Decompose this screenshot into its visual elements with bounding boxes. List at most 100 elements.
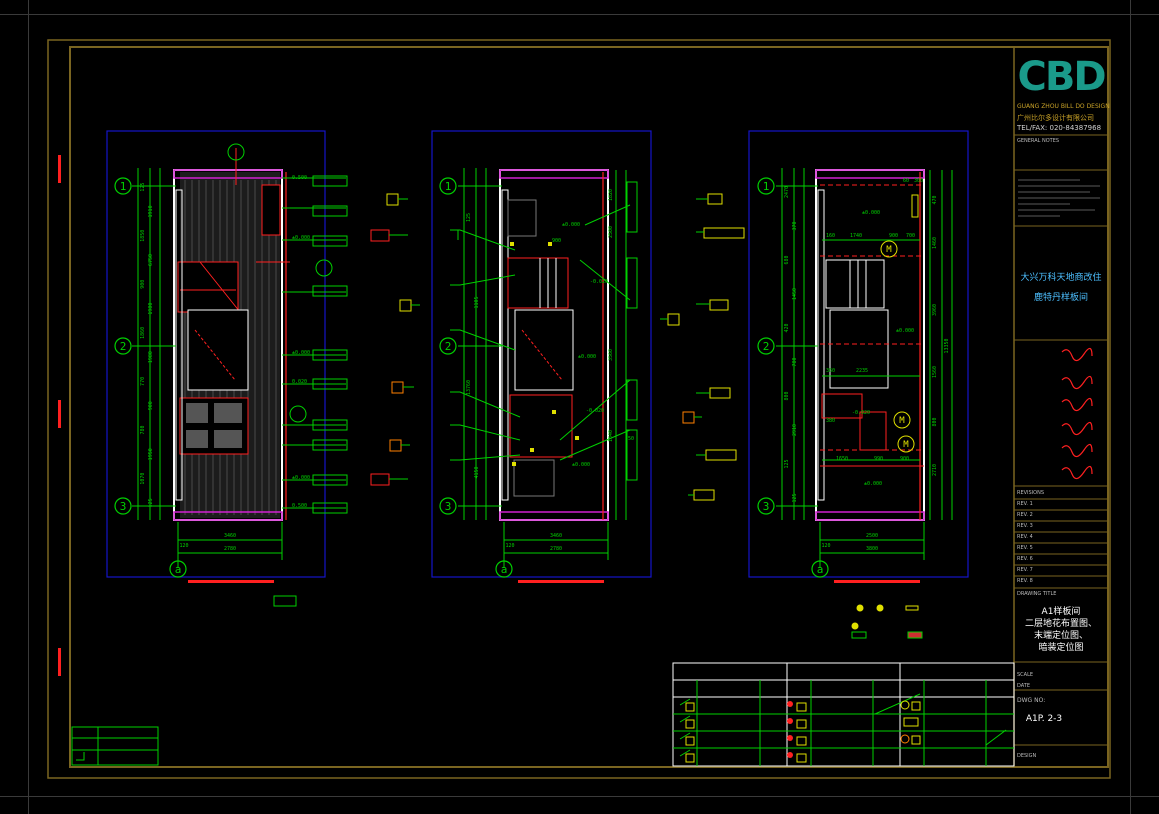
plan-2-title-bar bbox=[518, 580, 604, 583]
scale-label: SCALE bbox=[1017, 672, 1034, 678]
dimension-label: 2910 bbox=[792, 424, 798, 436]
dimension-label: 700 bbox=[906, 233, 915, 239]
dimension-label: -0.020 bbox=[590, 279, 608, 285]
dimension-label: 1650 bbox=[836, 456, 848, 462]
dimension-label: 1980 bbox=[148, 351, 154, 363]
general-notes-label: GENERAL NOTES bbox=[1017, 138, 1060, 144]
dimension-label: 780 bbox=[140, 425, 146, 434]
date-label: DATE bbox=[1017, 683, 1031, 689]
project-name-line2: 鹿特丹样板间 bbox=[1033, 293, 1088, 303]
viewport-divider bbox=[0, 796, 1159, 797]
dimension-label: 3800 bbox=[866, 546, 878, 552]
revision-row: REV. 3 bbox=[1017, 523, 1033, 529]
grid-label: 3 bbox=[120, 500, 127, 513]
dimension-label: 470 bbox=[932, 195, 938, 204]
sheet-outer-frame bbox=[47, 39, 1111, 779]
drawing-title: A1样板间二层地花布置图、末端定位图、暗装定位图 bbox=[1014, 606, 1108, 654]
dimension-label: 1820 bbox=[608, 189, 614, 201]
stamp-box bbox=[71, 726, 159, 766]
dimension-label: 1070 bbox=[140, 473, 146, 485]
dimension-label: 990 bbox=[874, 456, 883, 462]
dimension-label: 780 bbox=[792, 357, 798, 366]
grid-label: 2 bbox=[445, 340, 452, 353]
dimension-label: 900 bbox=[148, 401, 154, 410]
viewport-divider bbox=[0, 14, 1159, 15]
plan-1-viewport[interactable] bbox=[106, 130, 326, 578]
level-label: ±0.000 bbox=[292, 235, 310, 241]
dimension-label: 1840 bbox=[608, 430, 614, 442]
plan-1-dimensions bbox=[132, 168, 348, 607]
level-label: 0.020 bbox=[292, 379, 307, 385]
level-label: ±0.000 bbox=[896, 328, 914, 334]
grid-label: 1 bbox=[120, 180, 127, 193]
revision-row: REV. 5 bbox=[1017, 545, 1033, 551]
dimension-label: 900 bbox=[889, 233, 898, 239]
dimension-label: 3560 bbox=[608, 349, 614, 361]
level-label: 0.500 bbox=[292, 503, 307, 509]
drawing-no-label: DWG NO: bbox=[1017, 697, 1046, 704]
drawing-title-label: DRAWING TITLE bbox=[1017, 591, 1057, 597]
plan-1-title-bar bbox=[188, 580, 274, 583]
dimension-label: 2500 bbox=[866, 533, 878, 539]
level-label: ±0.000 bbox=[562, 222, 580, 228]
design-label: DESIGN bbox=[1017, 753, 1037, 759]
drawing-title-line: A1样板间 bbox=[1041, 607, 1081, 617]
legend-leaders bbox=[389, 198, 710, 496]
dimension-label: 3460 bbox=[224, 533, 236, 539]
dimension-label: 900 bbox=[552, 238, 561, 244]
revisions-label: REVISIONS bbox=[1017, 490, 1045, 496]
grid-label: 2 bbox=[120, 340, 127, 353]
legend-symbols bbox=[370, 193, 923, 639]
symbol-schedule-grid bbox=[673, 680, 1014, 766]
grid-label-bottom: a bbox=[501, 563, 508, 576]
dimension-label: 4150 bbox=[474, 466, 480, 478]
dimension-label: 125 bbox=[148, 498, 154, 507]
revision-row: REV. 6 bbox=[1017, 556, 1033, 562]
plan-2-dimensions bbox=[450, 168, 638, 568]
dimension-label: 370 bbox=[792, 221, 798, 230]
dimension-label: 2710 bbox=[932, 464, 938, 476]
plan-3-drawing bbox=[815, 169, 925, 521]
dimension-label: 125 bbox=[140, 183, 146, 192]
grid-label: 1 bbox=[763, 180, 770, 193]
company-tel: TEL/FAX: 020-84387968 bbox=[1017, 124, 1102, 132]
plan-2-viewport[interactable] bbox=[431, 130, 652, 578]
plan-3-viewport[interactable] bbox=[748, 130, 969, 578]
level-label: ±0.000 bbox=[292, 350, 310, 356]
grid-label-bottom: a bbox=[175, 563, 182, 576]
company-name-cn: 广州比尔多设计有限公司 bbox=[1017, 114, 1094, 122]
drawing-title-line: 暗装定位图 bbox=[1038, 643, 1084, 653]
dimension-label: 125 bbox=[466, 213, 472, 222]
level-label: 0.500 bbox=[292, 175, 307, 181]
dimension-label: 1980 bbox=[148, 303, 154, 315]
dimension-label: 420 bbox=[784, 323, 790, 332]
dimension-label: 50 bbox=[628, 436, 634, 442]
dimension-label: 800 bbox=[932, 417, 938, 426]
marker-label: M bbox=[899, 416, 905, 426]
revision-row: REV. 4 bbox=[1017, 534, 1033, 540]
grid-label: 3 bbox=[445, 500, 452, 513]
dimension-label: 900 bbox=[140, 280, 146, 289]
grid-markers bbox=[114, 177, 829, 578]
dimension-label: 6750 bbox=[148, 254, 154, 266]
revision-row: REV. 1 bbox=[1017, 501, 1033, 507]
symbol-schedule-icons bbox=[685, 700, 921, 763]
level-label: ±0.000 bbox=[862, 210, 880, 216]
level-label: ±0.000 bbox=[292, 475, 310, 481]
dimension-label: 1860 bbox=[140, 327, 146, 339]
revision-row: REV. 8 bbox=[1017, 578, 1033, 584]
dimension-label: 1950 bbox=[148, 448, 154, 460]
drawing-number[interactable]: A1P. 2-3 bbox=[1025, 714, 1063, 724]
logo-text: CBD bbox=[1017, 54, 1106, 100]
marker-label: M bbox=[903, 440, 909, 450]
level-label: -0.020 bbox=[852, 410, 870, 416]
dimension-label: 2780 bbox=[224, 546, 236, 552]
dimension-label: 125 bbox=[792, 493, 798, 502]
revision-row: REV. 2 bbox=[1017, 512, 1033, 518]
drawing-title-line: 二层地花布置图、 bbox=[1024, 619, 1097, 629]
dimension-label: 1560 bbox=[932, 366, 938, 378]
dimension-label: 125 bbox=[784, 459, 790, 468]
dimension-label: 160 bbox=[826, 233, 835, 239]
